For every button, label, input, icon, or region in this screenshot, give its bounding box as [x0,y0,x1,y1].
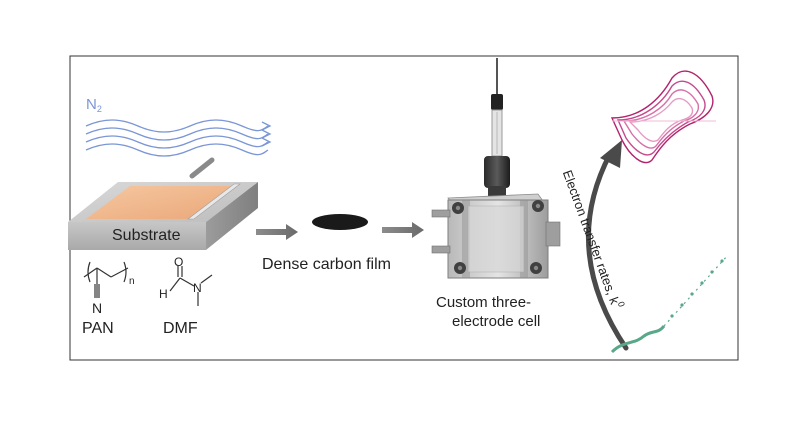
cell-label-line1: Custom three- [436,294,532,311]
doctor-blade [187,183,241,220]
cv-curves [610,70,716,164]
substrate-block [68,157,258,250]
dmf-hydrogen-atom: H [159,287,168,301]
figure-border [69,55,739,361]
pan-coating [86,186,232,219]
blade-handle [189,157,215,179]
n2-symbol: N [86,96,97,113]
arrow-to-cell [382,222,424,238]
kinetic-plot [610,254,729,354]
three-electrode-cell [431,58,561,279]
cell-label-line2: electrode cell [452,313,541,330]
n2-label: N2 [86,96,102,114]
pan-label: PAN [82,320,114,337]
dmf-oxygen-atom: O [174,255,184,269]
dmf-label: DMF [163,320,198,337]
dmf-structure [169,266,213,306]
pan-repeat-subscript: n [129,276,135,287]
dmf-nitrogen-atom: N [193,281,202,295]
electron-transfer-arrow [586,140,629,351]
substrate-label: Substrate [112,227,181,244]
nitrogen-flow-lines [85,119,272,157]
arrow-to-film [256,224,298,240]
pan-structure [83,261,129,298]
pan-nitrogen-atom: N [92,300,103,316]
film-label: Dense carbon film [262,256,391,273]
carbon-film-disk [312,214,368,230]
n2-subscript: 2 [96,104,102,114]
